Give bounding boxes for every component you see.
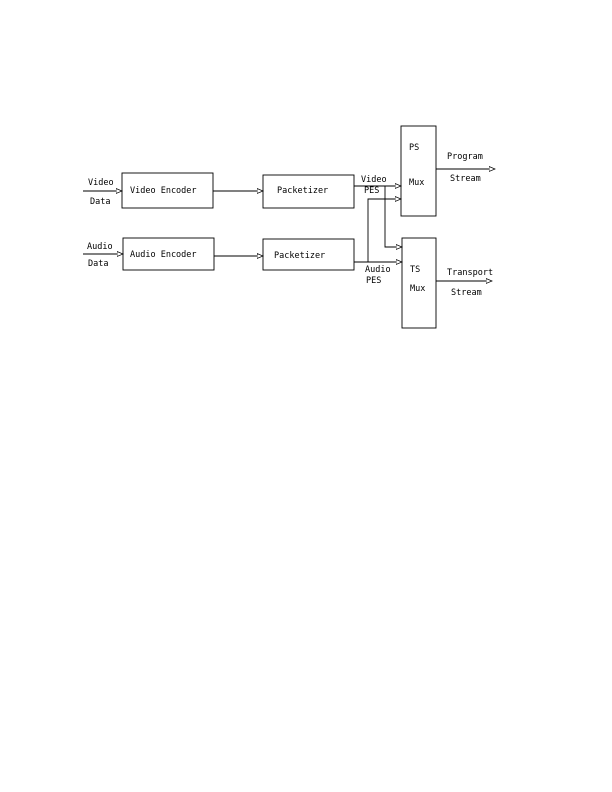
ts-mux-block xyxy=(401,237,437,329)
video-pes-label-line1: Video xyxy=(361,175,387,185)
ps-mux-block xyxy=(400,125,437,217)
video-encoder-label: Video Encoder xyxy=(130,186,197,196)
ps-mux-label-line2: Mux xyxy=(409,178,424,188)
program-stream-label-line1: Program xyxy=(447,152,483,162)
transport-stream-label-line1: Transport xyxy=(447,268,493,278)
ts-mux-label-line1: TS xyxy=(410,265,420,275)
audio-pes-label-line1: Audio xyxy=(365,265,391,275)
audio-data-label-line1: Audio xyxy=(87,242,113,252)
video-pes-to-ts-mux-arrow xyxy=(384,186,402,247)
audio-pes-to-ps-mux-arrow xyxy=(367,199,401,262)
video-pes-label-line2: PES xyxy=(364,186,379,196)
video-data-label-line2: Data xyxy=(90,197,110,207)
ts-mux-label-line2: Mux xyxy=(410,284,425,294)
audio-data-label-line2: Data xyxy=(88,259,108,269)
video-data-label-line1: Video xyxy=(88,178,114,188)
transport-stream-label-line2: Stream xyxy=(451,288,482,298)
audio-encoder-label: Audio Encoder xyxy=(130,250,197,260)
audio-packetizer-label: Packetizer xyxy=(274,251,325,261)
ps-mux-label-line1: PS xyxy=(409,143,419,153)
video-packetizer-label: Packetizer xyxy=(277,186,328,196)
audio-pes-label-line2: PES xyxy=(366,276,381,286)
program-stream-label-line2: Stream xyxy=(450,174,481,184)
